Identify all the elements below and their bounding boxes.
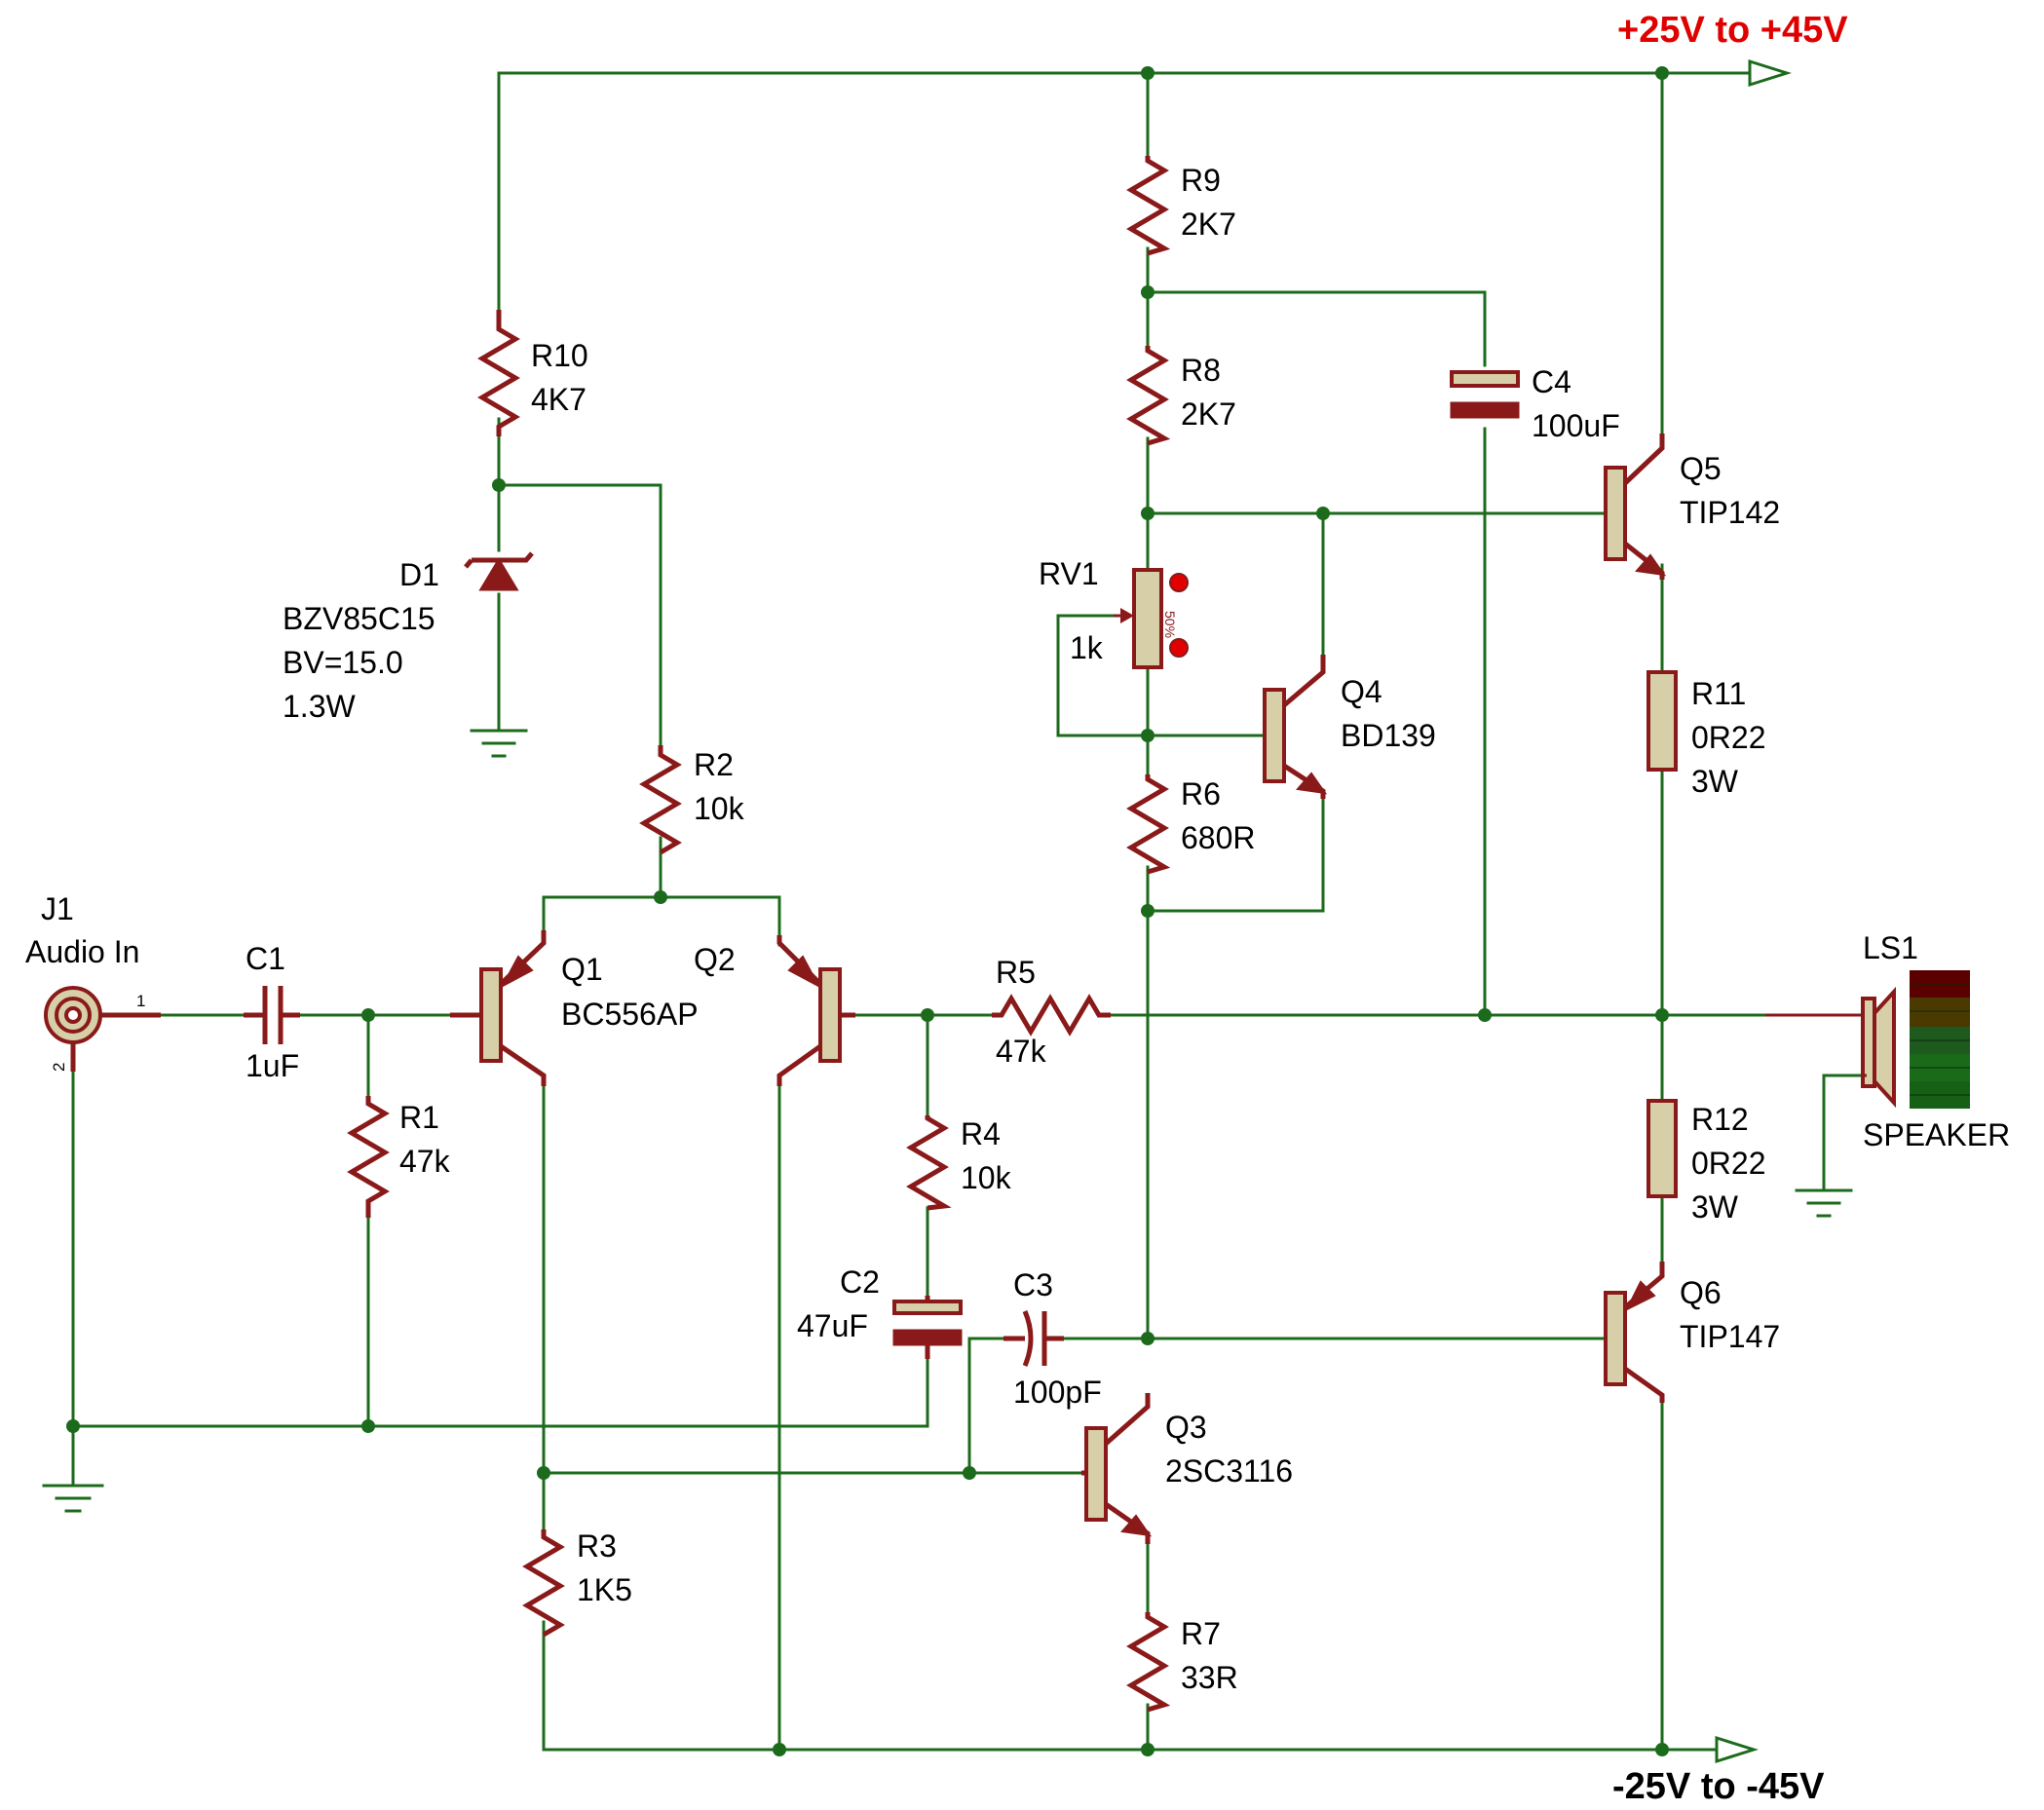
c2-ref: C2 xyxy=(840,1264,880,1300)
r9-resistor xyxy=(1126,156,1171,256)
c4-value: 100uF xyxy=(1532,408,1620,443)
r9-ref: R9 xyxy=(1181,163,1221,198)
j1-ref: J1 xyxy=(41,891,74,926)
r7-resistor xyxy=(1126,1612,1171,1713)
d1-power: 1.3W xyxy=(283,689,356,724)
q3-transistor xyxy=(1081,1393,1153,1544)
r10-value: 4K7 xyxy=(531,382,587,417)
positive-rail-label: +25V to +45V xyxy=(1617,10,1848,51)
r6-resistor xyxy=(1126,774,1171,875)
r4-value: 10k xyxy=(961,1160,1012,1195)
q1-ref: Q1 xyxy=(561,952,603,987)
r12-ref: R12 xyxy=(1691,1102,1749,1137)
c3-capacitor xyxy=(1003,1310,1064,1367)
r5-resistor xyxy=(992,994,1111,1037)
junction-dots xyxy=(66,66,1669,1756)
ground-d1 xyxy=(470,729,528,758)
r7-ref: R7 xyxy=(1181,1616,1221,1651)
d1-zener-diode xyxy=(464,551,534,591)
q5-value: TIP142 xyxy=(1680,495,1780,530)
r2-resistor xyxy=(639,745,682,855)
d1-value: BZV85C15 xyxy=(283,601,435,636)
r10-resistor xyxy=(477,310,520,436)
r12-power: 3W xyxy=(1691,1189,1739,1225)
q2-transistor xyxy=(776,935,855,1086)
j1-pin1: 1 xyxy=(136,992,145,1010)
r8-ref: R8 xyxy=(1181,353,1221,388)
r11-value: 0R22 xyxy=(1691,720,1766,755)
r8-resistor xyxy=(1126,346,1171,446)
r8-value: 2K7 xyxy=(1181,396,1236,432)
d1-ref: D1 xyxy=(399,557,439,592)
r2-value: 10k xyxy=(694,791,745,826)
c4-capacitor xyxy=(1450,370,1520,419)
r7-value: 33R xyxy=(1181,1660,1238,1695)
q2-ref: Q2 xyxy=(694,942,736,977)
q6-value: TIP147 xyxy=(1680,1319,1780,1354)
q6-transistor xyxy=(1604,1262,1665,1403)
rv1-ref: RV1 xyxy=(1039,556,1099,591)
r1-ref: R1 xyxy=(399,1100,439,1135)
r5-value: 47k xyxy=(996,1034,1047,1069)
c1-ref: C1 xyxy=(246,941,285,976)
r5-ref: R5 xyxy=(996,955,1036,990)
r6-ref: R6 xyxy=(1181,776,1221,811)
r4-resistor xyxy=(906,1115,952,1211)
c3-ref: C3 xyxy=(1013,1267,1053,1302)
r3-value: 1K5 xyxy=(577,1572,632,1607)
c1-capacitor xyxy=(244,986,300,1044)
r1-value: 47k xyxy=(399,1144,451,1179)
r3-resistor xyxy=(522,1529,565,1638)
r9-value: 2K7 xyxy=(1181,207,1236,242)
c3-value: 100pF xyxy=(1013,1375,1102,1410)
c2-capacitor xyxy=(892,1296,963,1359)
q5-ref: Q5 xyxy=(1680,451,1722,486)
q5-transistor xyxy=(1604,434,1667,580)
q4-ref: Q4 xyxy=(1341,674,1382,709)
r12-value: 0R22 xyxy=(1691,1146,1766,1181)
r3-ref: R3 xyxy=(577,1528,617,1564)
r11-resistor xyxy=(1647,670,1678,772)
ground-input xyxy=(42,1484,104,1513)
r1-resistor xyxy=(347,1096,390,1218)
positive-rail-arrow xyxy=(1748,58,1792,88)
r11-ref: R11 xyxy=(1691,676,1746,711)
wires xyxy=(71,71,1869,1752)
ground-speaker xyxy=(1795,1188,1853,1218)
q3-value: 2SC3116 xyxy=(1165,1453,1293,1489)
c4-ref: C4 xyxy=(1532,364,1571,399)
negative-rail-arrow xyxy=(1715,1735,1759,1764)
q1-value: BC556AP xyxy=(561,997,699,1032)
q4-value: BD139 xyxy=(1341,718,1436,753)
r11-power: 3W xyxy=(1691,764,1739,799)
q4-transistor xyxy=(1263,655,1328,799)
c1-value: 1uF xyxy=(246,1048,299,1083)
rv1-setting: 50% xyxy=(1162,611,1178,638)
negative-rail-label: -25V to -45V xyxy=(1612,1766,1825,1807)
q6-ref: Q6 xyxy=(1680,1275,1722,1310)
d1-bv: BV=15.0 xyxy=(283,645,403,680)
audio-input-jack xyxy=(44,986,161,1072)
c2-value: 47uF xyxy=(797,1308,868,1343)
r10-ref: R10 xyxy=(531,338,588,373)
r12-resistor xyxy=(1647,1099,1678,1198)
q1-transistor xyxy=(450,930,547,1086)
j1-value: Audio In xyxy=(25,934,139,969)
rv1-potentiometer: 50% xyxy=(1114,568,1189,669)
j1-pin2: 2 xyxy=(50,1063,68,1072)
r6-value: 680R xyxy=(1181,820,1256,855)
ls1-speaker xyxy=(1765,970,1970,1109)
ls1-ref: LS1 xyxy=(1863,930,1918,965)
rv1-value: 1k xyxy=(1070,630,1104,665)
ls1-value: SPEAKER xyxy=(1863,1117,2010,1152)
r4-ref: R4 xyxy=(961,1116,1001,1151)
r2-ref: R2 xyxy=(694,747,734,782)
q3-ref: Q3 xyxy=(1165,1410,1207,1445)
